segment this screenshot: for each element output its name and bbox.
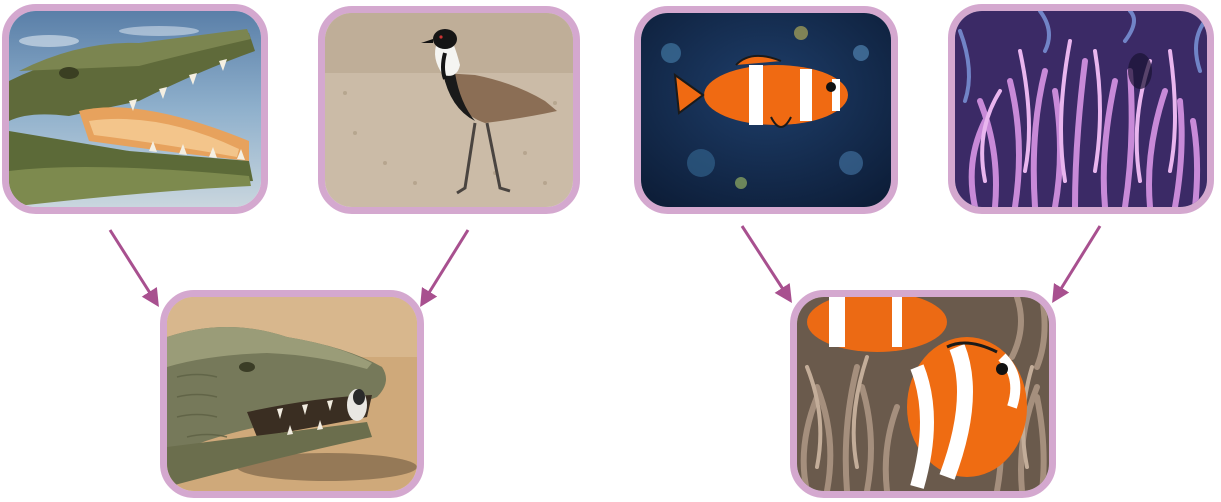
crocodile-photo-card [2,4,268,214]
plover-in-crocodile-mouth-photo [167,297,417,491]
clownfish-photo-card [634,6,898,214]
arrow-clownfish-to-result [742,226,790,300]
crocodile-plover-photo-card [160,290,424,498]
arrow-anemone-to-result [1054,226,1100,300]
clownfish-anemone-photo-card [790,290,1056,498]
clownfish-in-anemone-photo [797,297,1049,491]
arrow-plover-to-result [422,230,468,304]
crocodile-photo [9,11,261,207]
plover-photo-card [318,6,580,214]
sea-anemone-photo [955,11,1207,207]
clownfish-photo [641,13,891,207]
plover-photo [325,13,573,207]
arrow-crocodile-to-result [110,230,157,304]
anemone-photo-card [948,4,1214,214]
